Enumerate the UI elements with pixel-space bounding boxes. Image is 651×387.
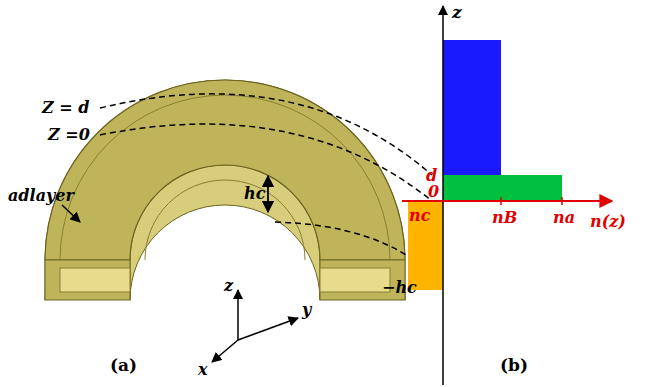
guide-curve [100, 124, 432, 201]
axis-label: nc [409, 208, 430, 224]
core-end-cap [320, 268, 390, 292]
z-axis [442, 6, 444, 385]
axis-label: Z = d [42, 100, 89, 116]
axis-label: Z =0 [48, 127, 90, 143]
panel-label: (b) [500, 357, 528, 374]
core-end-cap [60, 268, 130, 292]
core-contour [60, 95, 390, 260]
axis-label: 0 [428, 184, 439, 200]
layer-label: adlayer [8, 188, 74, 204]
axis-label: nB [492, 210, 517, 226]
axis-label: n(z) [590, 214, 626, 230]
tick [500, 197, 502, 205]
axis-label: d [426, 168, 437, 184]
ring-top-face [45, 80, 405, 260]
axis-label: z [452, 4, 462, 21]
axis [238, 318, 298, 340]
axis [212, 340, 238, 362]
ring-outer-wall [45, 80, 405, 300]
core-region [408, 201, 443, 290]
leader-line [62, 205, 80, 222]
axis-label: −hc [382, 280, 417, 296]
tick [561, 197, 563, 205]
axis [237, 290, 239, 340]
core-contour [145, 180, 305, 260]
adlayer-region [443, 175, 562, 201]
axis-label: z [224, 278, 233, 294]
axis-label: na [553, 210, 575, 226]
n-axis [402, 200, 612, 202]
axis-label: hc [244, 186, 265, 202]
bulk-region [443, 40, 501, 175]
thickness-arrow [267, 176, 269, 212]
ring-end-cap [45, 260, 130, 300]
guide-curve [100, 94, 432, 175]
panel-label: (a) [110, 357, 137, 374]
axis-label: y [302, 302, 311, 318]
axis-label: x [198, 362, 208, 378]
